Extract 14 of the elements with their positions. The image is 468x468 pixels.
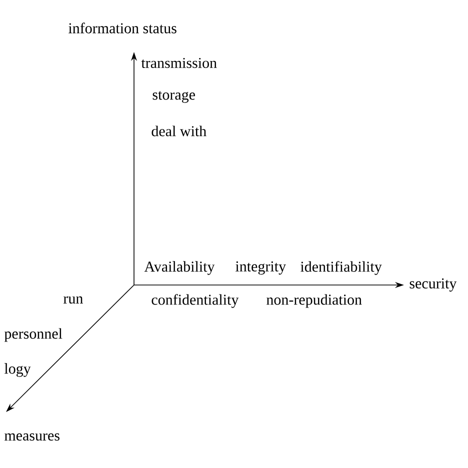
axis-tick-label: deal with xyxy=(152,126,206,136)
axis-tick-label: transmission xyxy=(141,58,217,68)
axis-tick-label: Availability xyxy=(144,261,215,275)
axis-tick-label: identifiability xyxy=(300,261,382,275)
axis-tick-label: run xyxy=(64,296,83,304)
axis-tick-label: integrity xyxy=(236,261,286,275)
axis-tick-label: confidentiality xyxy=(152,294,239,308)
axis-label: information status xyxy=(68,22,176,34)
axis-label: measures xyxy=(4,433,60,441)
axis-tick-label: storage xyxy=(152,91,195,103)
axis-tick-label: personnel xyxy=(4,328,62,342)
axis-label: security xyxy=(410,278,457,292)
axis-tick-label: non-repudiation xyxy=(266,294,362,308)
axis-tick-label: logy xyxy=(4,363,31,377)
